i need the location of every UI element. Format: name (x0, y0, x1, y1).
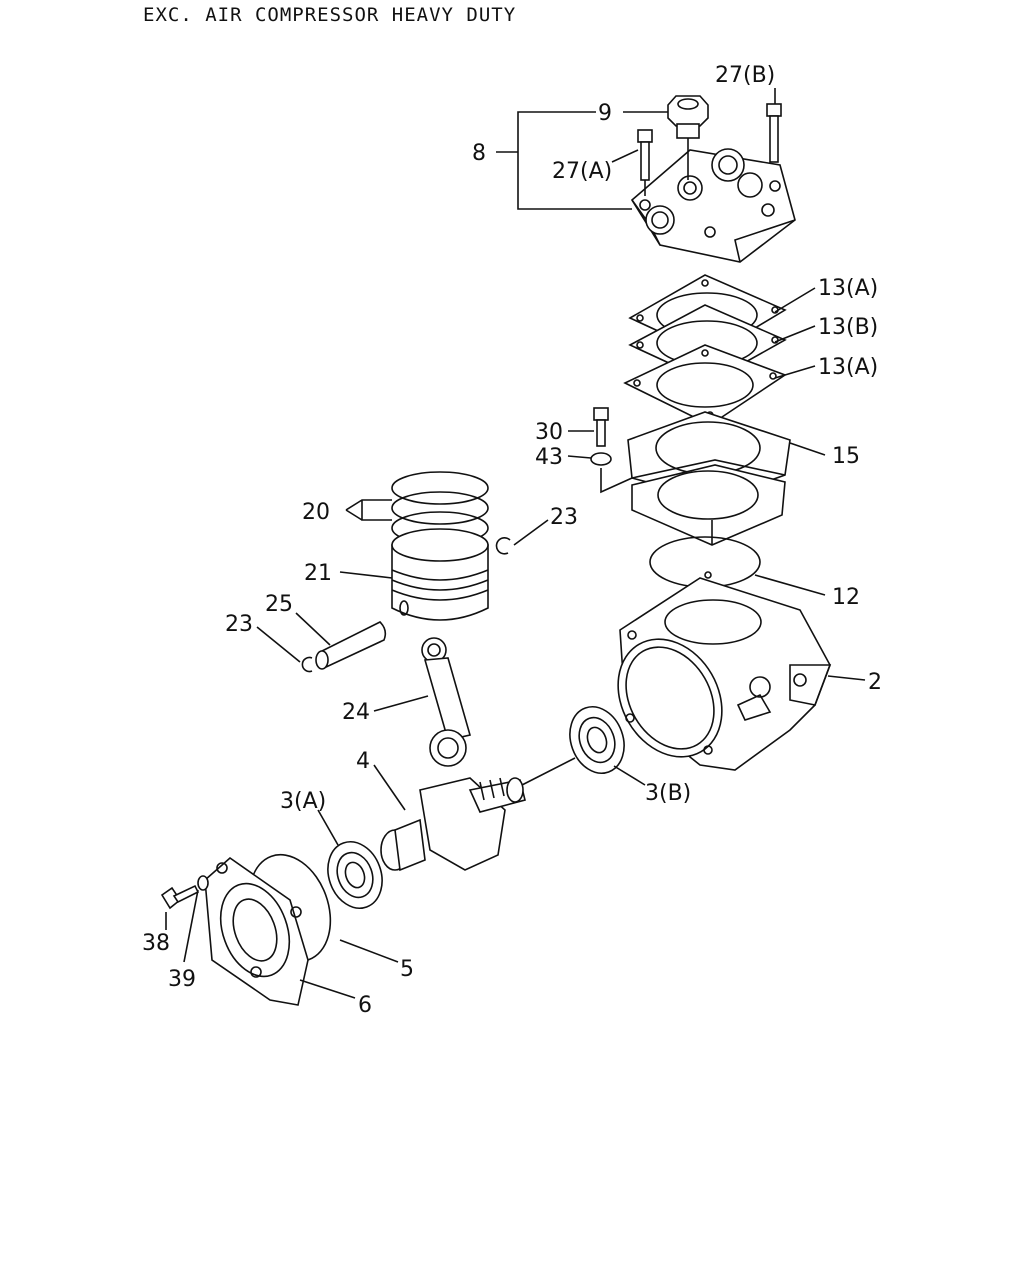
bolt-part-27a (637, 129, 653, 196)
crankshaft-part-4 (380, 757, 576, 872)
diagram-title: EXC. AIR COMPRESSOR HEAVY DUTY (143, 4, 517, 26)
callout-15: 15 (832, 444, 860, 469)
callout-9: 9 (598, 101, 612, 126)
bracket-8 (517, 111, 632, 210)
plug-part-9 (667, 95, 709, 180)
valve-plate-part-15 (627, 411, 791, 546)
bearing-part-3a (327, 841, 383, 909)
crankcase-part-2 (617, 571, 832, 771)
bolt-part-27b (766, 103, 782, 163)
washer-part-43 (590, 452, 633, 494)
bearing-part-3b (569, 706, 625, 774)
callout-25: 25 (265, 592, 293, 617)
piston-pin-part-25 (315, 621, 387, 670)
callout-23-right: 23 (550, 505, 578, 530)
callout-39: 39 (168, 967, 196, 992)
callout-13a-top: 13(A) (818, 276, 878, 301)
circlip-part-23-right (495, 537, 511, 555)
callout-43: 43 (535, 445, 563, 470)
callout-24: 24 (342, 700, 370, 725)
connecting-rod-part-24 (421, 637, 472, 767)
cylinder-head-part (630, 148, 796, 263)
callout-12: 12 (832, 585, 860, 610)
callout-4: 4 (356, 749, 370, 774)
callout-38: 38 (142, 931, 170, 956)
callout-20: 20 (302, 500, 330, 525)
circlip-part-23-left (301, 656, 313, 673)
callout-13b: 13(B) (818, 315, 878, 340)
callout-8: 8 (472, 141, 486, 166)
leader-lines (165, 88, 866, 999)
piston-part-21 (391, 528, 489, 621)
callout-27a: 27(A) (552, 159, 612, 184)
callout-3b: 3(B) (645, 781, 691, 806)
end-cover-part-6 (204, 856, 309, 1006)
bolt-part-38 (160, 884, 200, 910)
callout-27b: 27(B) (715, 63, 775, 88)
callout-5: 5 (400, 957, 414, 982)
callout-21: 21 (304, 561, 332, 586)
callout-2: 2 (868, 670, 882, 695)
callout-labels: 27(B) 9 8 27(A) 13(A) 13(B) 13(A) 30 43 … (142, 63, 882, 1018)
callout-3a: 3(A) (280, 789, 326, 814)
washer-part-39 (197, 875, 209, 891)
callout-6: 6 (358, 993, 372, 1018)
callout-30: 30 (535, 420, 563, 445)
callout-23-left: 23 (225, 612, 253, 637)
bolt-part-30 (593, 407, 609, 447)
callout-13a-low: 13(A) (818, 355, 878, 380)
